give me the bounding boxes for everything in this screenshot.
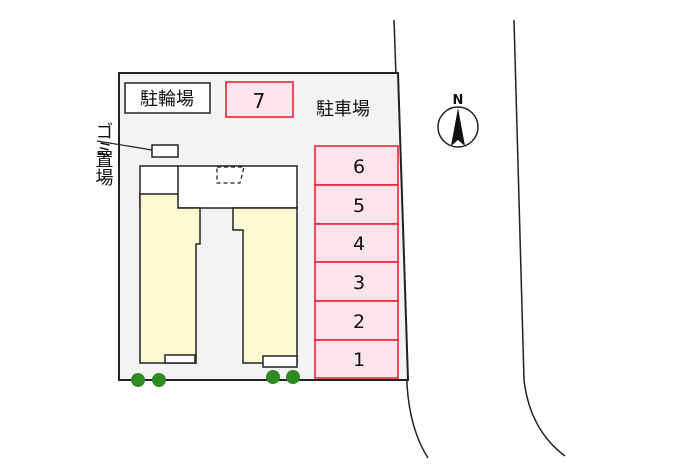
garbage-area — [151, 144, 179, 158]
parking-spot-2: 2 — [353, 311, 365, 333]
garbage-label-1: ゴミ — [93, 122, 114, 158]
parking-spot-3: 3 — [353, 272, 365, 294]
garbage-label-2: 置場 — [93, 150, 114, 187]
parking-spot-1: 1 — [353, 349, 365, 371]
parking-spot-4: 4 — [353, 233, 365, 255]
road-left-edge — [393, 19, 429, 459]
car-parking-label: 駐車場 — [316, 99, 370, 120]
parking-spot-5: 5 — [353, 195, 365, 217]
road-right-edge — [513, 19, 566, 457]
garbage-pointer — [96, 140, 153, 151]
building — [139, 165, 298, 368]
parking-spot-7: 7 — [225, 81, 294, 118]
parking-spots-column: 6 5 4 3 2 1 — [314, 145, 399, 379]
trees — [131, 370, 300, 387]
bicycle-parking-box — [124, 82, 211, 114]
parking-spot-6: 6 — [353, 156, 365, 178]
north-label: N — [453, 93, 464, 108]
bicycle-parking-label: 駐輪場 — [140, 89, 194, 110]
svg-text:7: 7 — [253, 89, 266, 113]
north-compass-icon: N — [437, 93, 479, 148]
